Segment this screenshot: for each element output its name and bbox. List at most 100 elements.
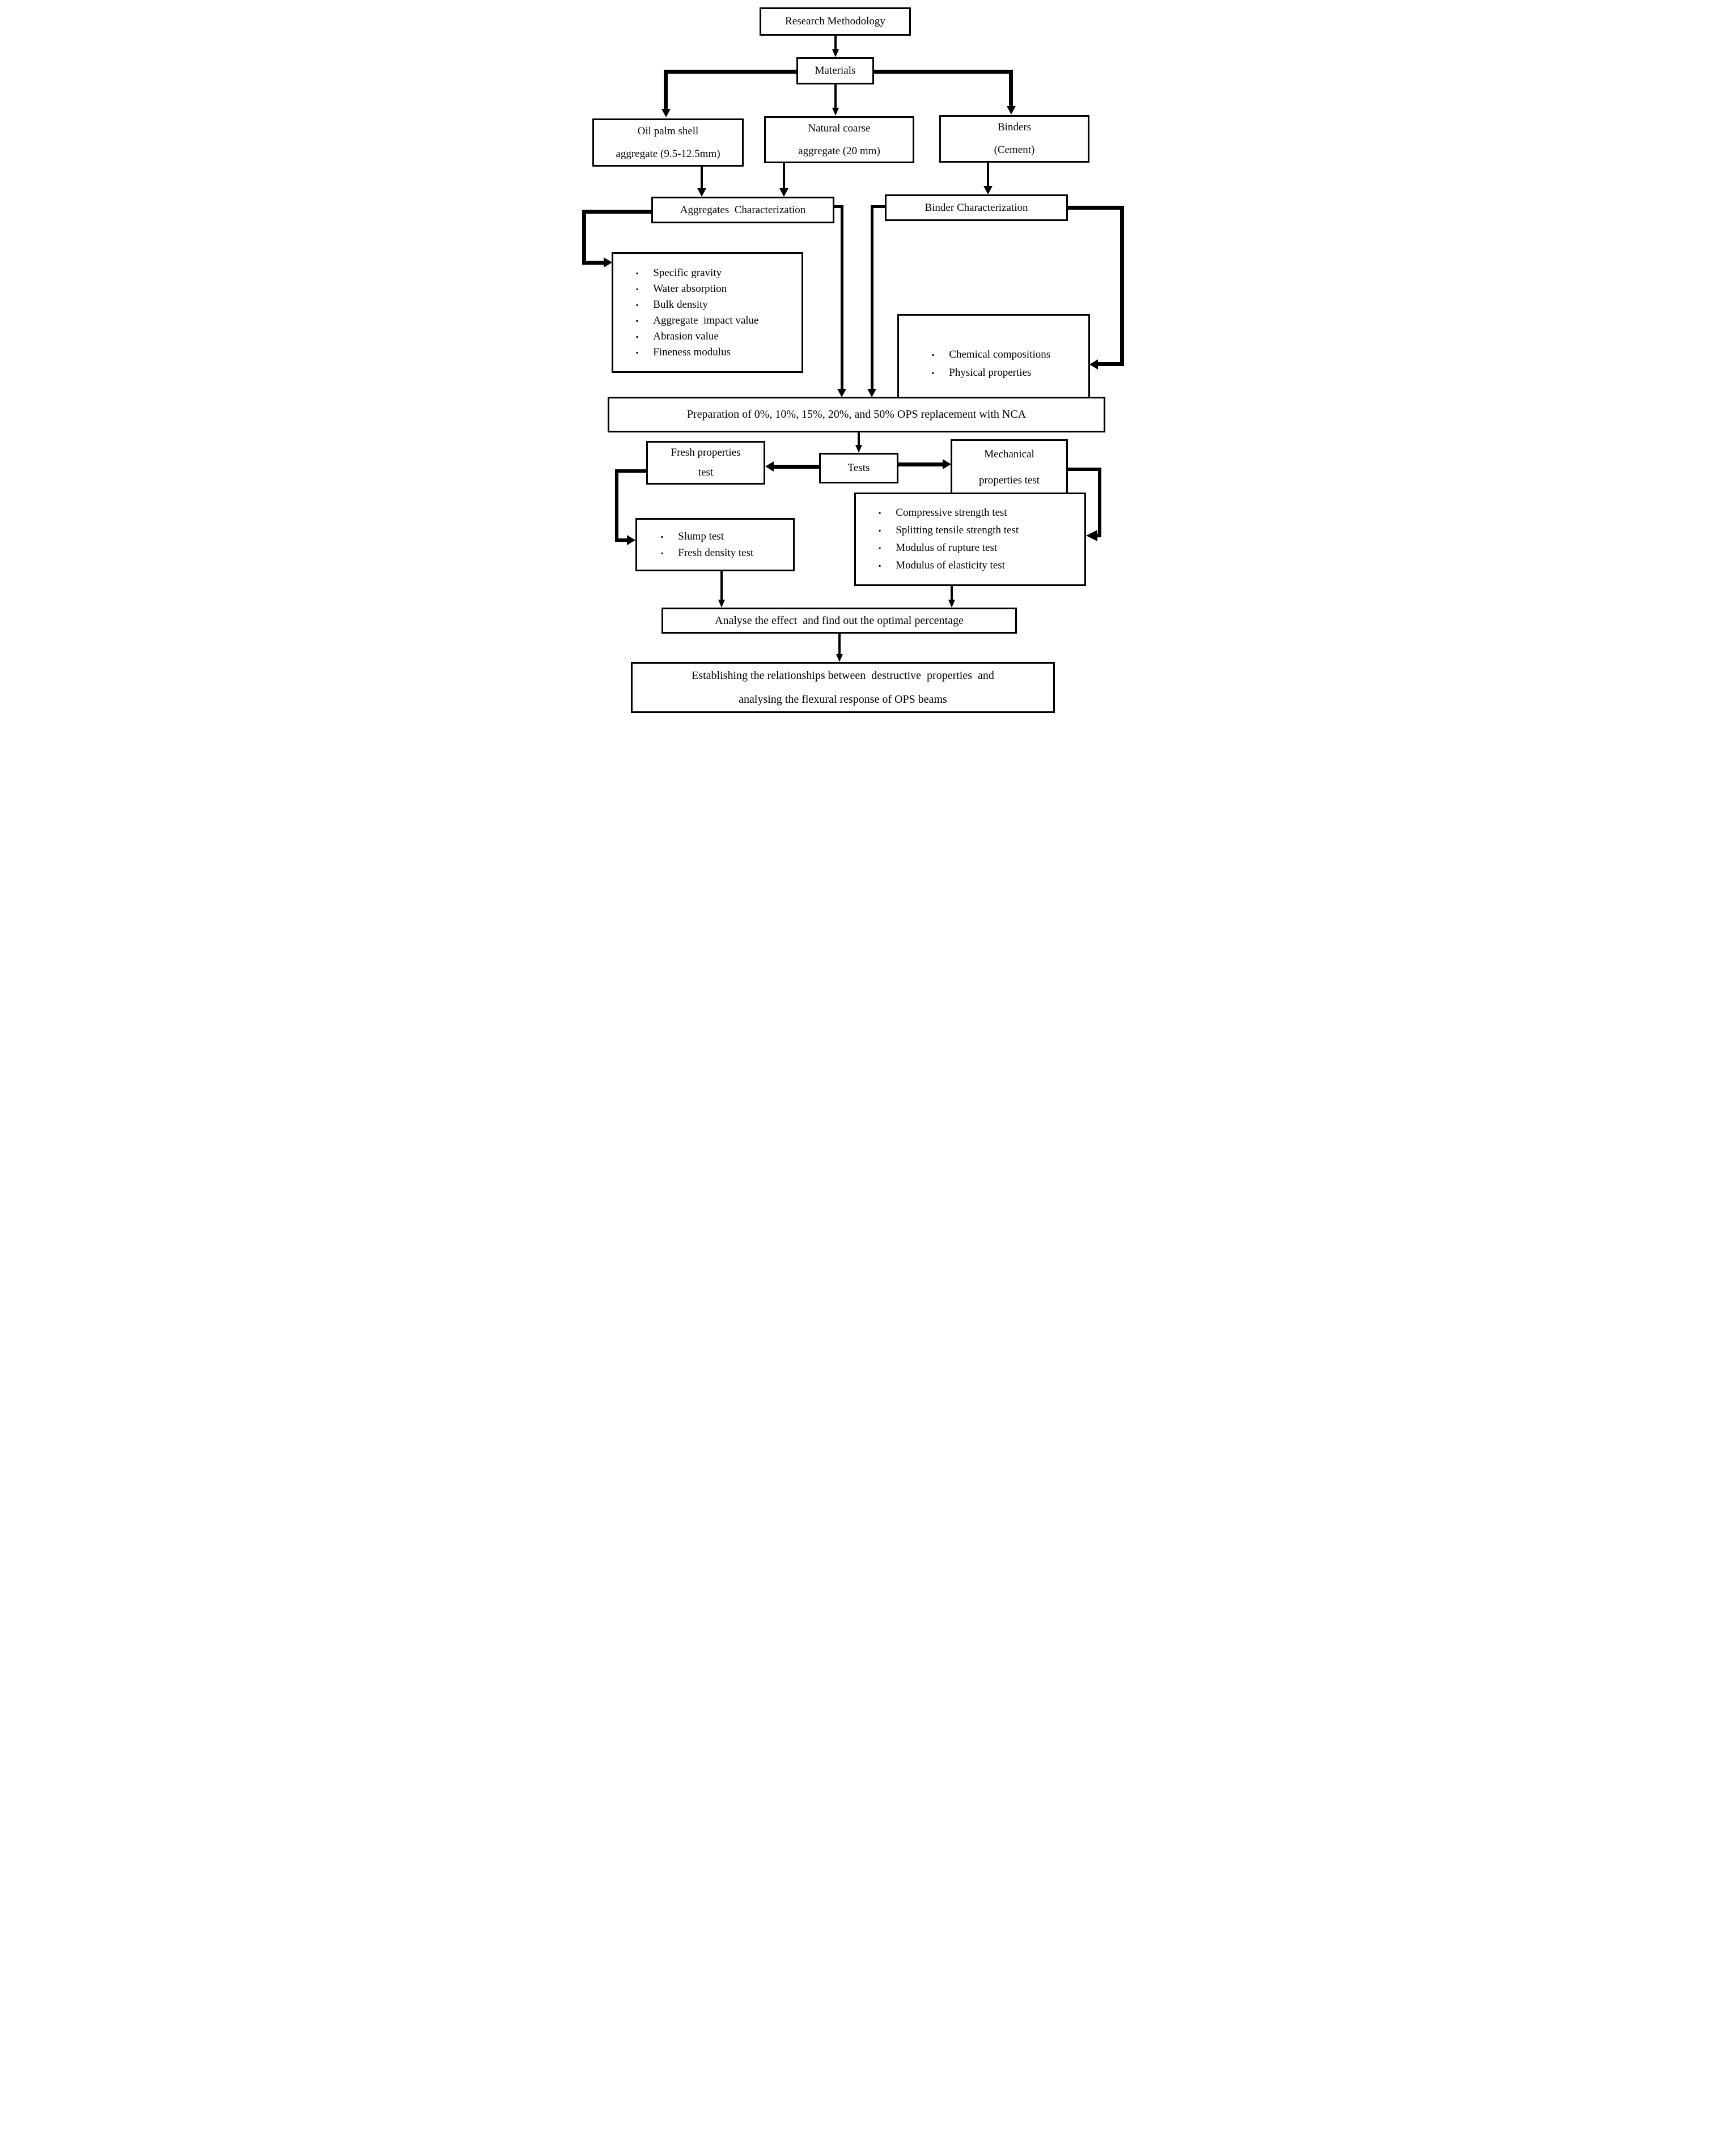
node-natural-coarse-line1: Natural coarse xyxy=(808,122,871,134)
mechanical-tests-items: Compressive strength test Splitting tens… xyxy=(879,502,1019,577)
node-mechanical-line1: Mechanical xyxy=(984,448,1034,460)
node-oil-palm-shell: Oil palm shell aggregate (9.5-12.5mm) xyxy=(592,118,744,167)
arrow-tests-to-mech-head xyxy=(943,459,951,469)
elbow-fresh-head xyxy=(627,535,635,545)
arrow-mechlist-to-analyse-line xyxy=(951,586,953,600)
bullet-list-item: Slump test xyxy=(661,530,753,543)
node-oil-palm-shell-line1: Oil palm shell xyxy=(637,125,699,137)
node-preparation: Preparation of 0%, 10%, 15%, 20%, and 50… xyxy=(608,397,1105,432)
arrow-materials-to-oil-palm-head xyxy=(661,109,671,117)
bullet-list-item: Fineness modulus xyxy=(636,346,759,359)
node-establishing-relationships: Establishing the relationships between d… xyxy=(631,662,1055,713)
node-fresh-tests-list: Slump test Fresh density test xyxy=(635,518,795,571)
elbow-fresh-bottom-line xyxy=(615,538,628,542)
node-binders-line1: Binders xyxy=(997,121,1032,134)
node-aggregates-characterization: Aggregates Characterization xyxy=(651,197,834,223)
elbow-aggchar-top-line xyxy=(582,210,651,214)
mechanical-test-1: Splitting tensile strength test xyxy=(896,524,1019,536)
elbow-aggchar-vert-line xyxy=(582,210,586,265)
elbow-mech-head xyxy=(1086,530,1097,541)
bullet-list-item: Fresh density test xyxy=(661,547,753,559)
arrow-prep-to-tests-head xyxy=(855,445,862,453)
arrow-slump-to-analyse-line xyxy=(720,571,723,600)
binder-tests-items: Chemical compositions Physical propertie… xyxy=(932,343,1050,385)
elbow-binderchar-bottom-line xyxy=(1097,362,1124,366)
bullet-list-item: Bulk density xyxy=(636,299,759,311)
node-binder-characterization: Binder Characterization xyxy=(885,194,1068,221)
node-establishing-line2: analysing the flexural response of OPS b… xyxy=(739,693,947,706)
node-tests: Tests xyxy=(819,453,898,483)
elbow-mech-bottom-line xyxy=(1095,534,1101,537)
research-methodology-flowchart: Research Methodology Materials Oil palm … xyxy=(570,0,1139,719)
node-fresh-properties-test: Fresh properties test xyxy=(646,441,765,485)
bullet-list-item: Specific gravity xyxy=(636,267,759,279)
node-natural-coarse: Natural coarse aggregate (20 mm) xyxy=(764,116,914,163)
node-binder-characterization-label: Binder Characterization xyxy=(925,201,1028,214)
node-tests-label: Tests xyxy=(847,462,870,474)
elbow-mech-top-line xyxy=(1068,468,1101,471)
arrow-natural-to-aggchar-line xyxy=(783,163,785,189)
binder-test-1: Physical properties xyxy=(949,367,1032,379)
bullet-list-item: Physical properties xyxy=(932,367,1050,379)
arrow-rm-to-materials-line xyxy=(834,36,837,50)
elbow-aggchar-head xyxy=(604,257,612,268)
node-research-methodology: Research Methodology xyxy=(760,7,911,36)
aggregate-test-3: Aggregate impact value xyxy=(653,314,759,326)
aggregate-test-1: Water absorption xyxy=(653,282,727,295)
arrow-tests-to-fresh-line xyxy=(772,465,819,469)
node-oil-palm-shell-line2: aggregate (9.5-12.5mm) xyxy=(616,147,720,160)
arrow-rm-to-materials-head xyxy=(832,49,839,57)
node-analyse-effect-label: Analyse the effect and find out the opti… xyxy=(715,614,964,627)
elbow-binderchar-vert-line xyxy=(1120,206,1124,364)
elbow-aggchar-bottom-line xyxy=(582,261,604,265)
node-establishing-line1: Establishing the relationships between d… xyxy=(692,669,994,682)
arrow-materials-to-natural-head xyxy=(832,108,839,116)
fresh-test-0: Slump test xyxy=(678,530,724,542)
arrow-mechlist-to-analyse-head xyxy=(948,600,955,608)
node-fresh-properties-line1: Fresh properties xyxy=(671,447,741,459)
binderchar-to-prep-head xyxy=(867,389,876,397)
node-mechanical-line2: properties test xyxy=(978,474,1040,486)
mechanical-test-2: Modulus of rupture test xyxy=(896,542,998,554)
elbow-binderchar-top-line xyxy=(1068,206,1124,210)
arrow-binders-to-binderchar-head xyxy=(983,186,993,194)
arrow-binders-to-binderchar-line xyxy=(987,163,989,186)
materials-branch-left-line xyxy=(664,70,796,74)
node-aggregate-tests-list: Specific gravity Water absorption Bulk d… xyxy=(612,252,803,373)
elbow-fresh-vert-line xyxy=(615,469,618,540)
bullet-list-item: Abrasion value xyxy=(636,330,759,343)
arrow-tests-to-mech-line xyxy=(898,462,944,466)
arrow-materials-to-oil-palm-line xyxy=(664,70,668,109)
binderchar-to-prep-horiz xyxy=(871,205,885,208)
arrow-analyse-to-establishing-line xyxy=(838,634,841,655)
bullet-list-item: Splitting tensile strength test xyxy=(879,524,1019,537)
aggregate-tests-items: Specific gravity Water absorption Bulk d… xyxy=(636,264,759,362)
arrow-slump-to-analyse-head xyxy=(718,600,725,608)
arrow-analyse-to-establishing-head xyxy=(836,654,843,662)
bullet-list-item: Water absorption xyxy=(636,283,759,295)
node-aggregates-characterization-label: Aggregates Characterization xyxy=(680,203,806,216)
bullet-list-item: Chemical compositions xyxy=(932,349,1050,361)
arrow-oil-palm-to-aggchar-line xyxy=(701,167,703,189)
materials-branch-right-line xyxy=(874,70,1013,74)
bullet-list-item: Modulus of elasticity test xyxy=(879,559,1019,572)
aggregate-test-5: Fineness modulus xyxy=(653,346,731,358)
arrow-oil-palm-to-aggchar-head xyxy=(697,188,706,197)
node-materials: Materials xyxy=(796,57,874,84)
node-mechanical-properties-test: Mechanical properties test xyxy=(951,439,1068,495)
arrow-prep-to-tests-line xyxy=(858,432,860,445)
node-research-methodology-label: Research Methodology xyxy=(785,15,885,27)
aggregate-test-0: Specific gravity xyxy=(653,266,722,279)
aggchar-to-prep-horiz xyxy=(833,205,843,208)
node-fresh-properties-line2: test xyxy=(698,466,714,478)
mechanical-test-3: Modulus of elasticity test xyxy=(896,559,1005,571)
aggregate-test-4: Abrasion value xyxy=(653,330,719,342)
arrow-materials-to-natural-line xyxy=(834,84,837,108)
node-analyse-effect: Analyse the effect and find out the opti… xyxy=(661,608,1017,634)
aggchar-to-prep-vert xyxy=(841,205,843,389)
fresh-test-1: Fresh density test xyxy=(678,546,754,559)
node-mechanical-tests-list: Compressive strength test Splitting tens… xyxy=(854,493,1086,586)
node-natural-coarse-line2: aggregate (20 mm) xyxy=(798,145,880,157)
fresh-tests-items: Slump test Fresh density test xyxy=(661,527,753,563)
bullet-list-item: Compressive strength test xyxy=(879,507,1019,519)
